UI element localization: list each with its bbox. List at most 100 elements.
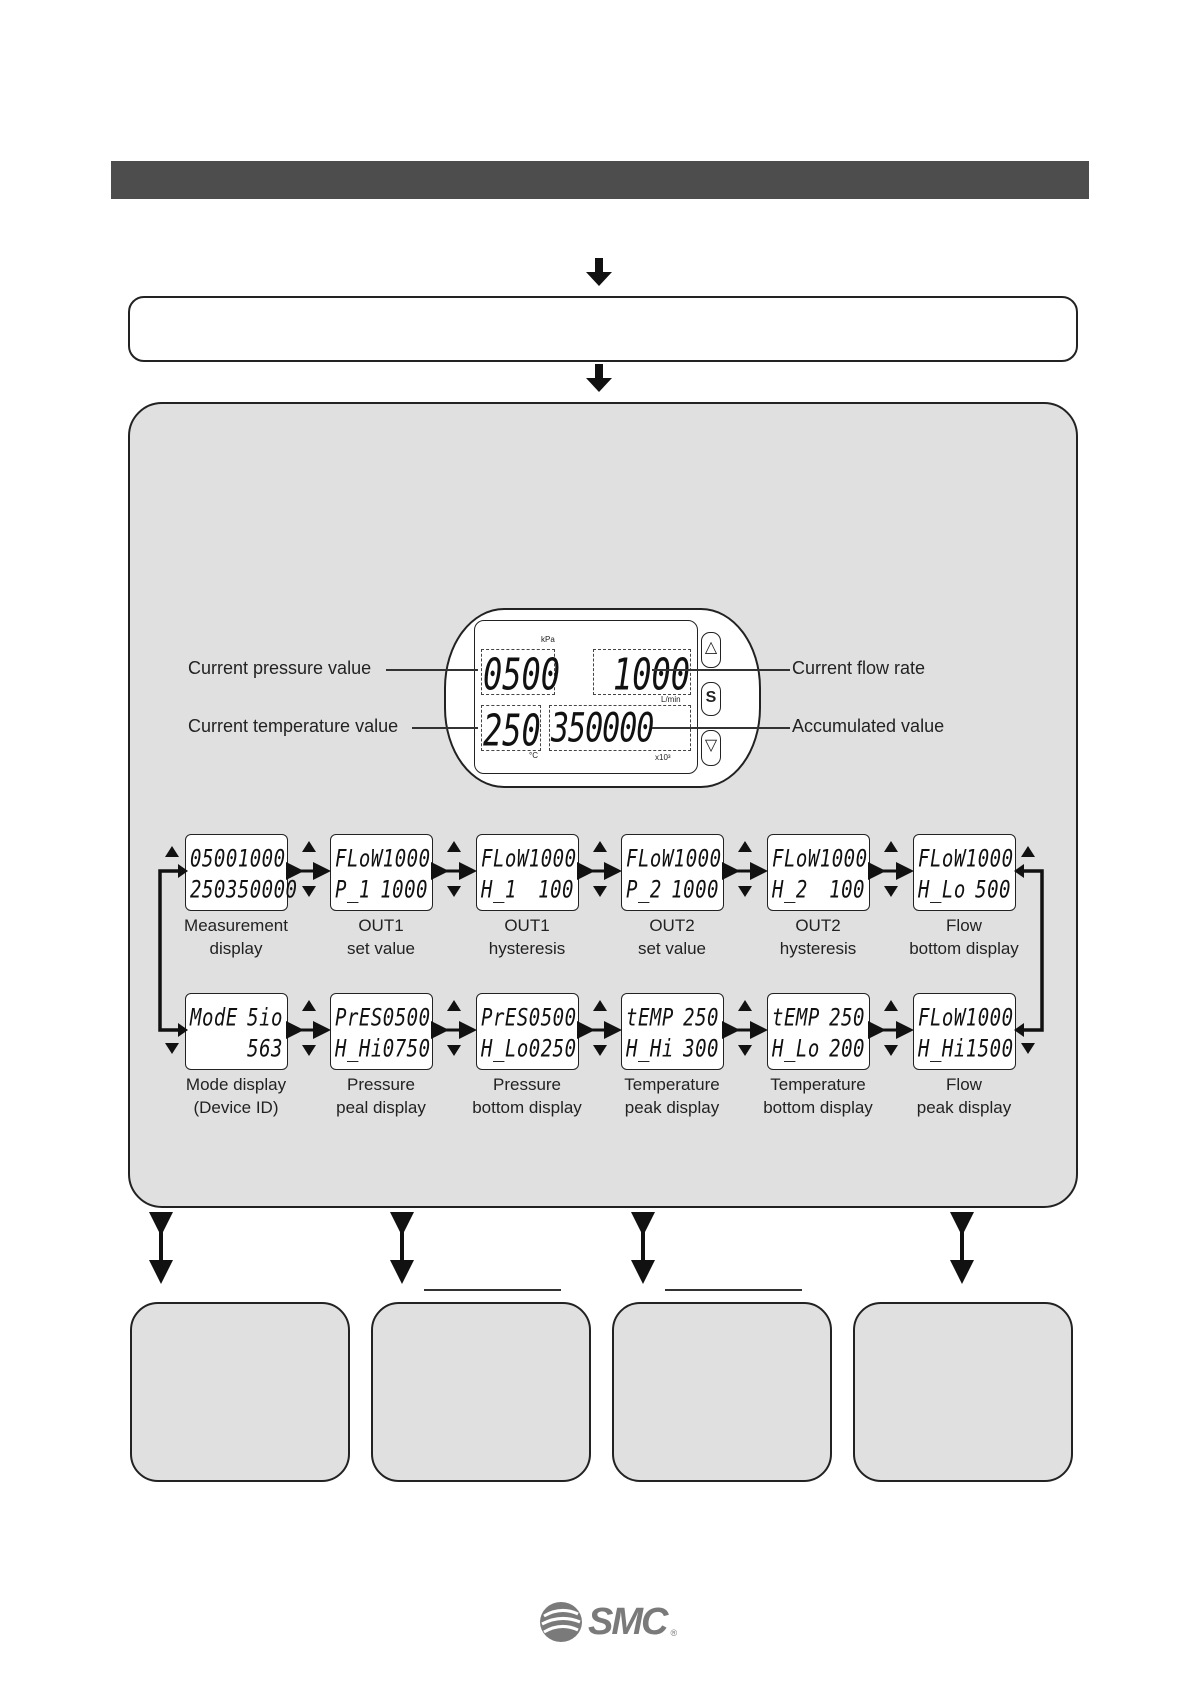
caption-line: peal display [336,1098,426,1117]
lcd-text: 1000 [671,876,719,904]
up-triangle-icon [447,1000,461,1011]
flow-frame [593,649,691,695]
lcd-text: 1000 [965,845,1014,873]
down-triangle-icon [738,1045,752,1056]
caption-line: bottom display [763,1098,873,1117]
caption-line: (Device ID) [193,1098,279,1117]
caption-line: OUT2 [649,916,695,935]
lcd-text: H_Lo [918,876,966,904]
smc-logo-text: SMC [588,1600,668,1643]
caption-line: Measurement [184,916,288,935]
flow-unit: L/min [661,695,681,704]
flow-arrow-down-2 [586,378,612,392]
caption-line: hysteresis [488,939,566,958]
caption-line: bottom display [472,1098,582,1117]
caption-line: hysteresis [779,939,857,958]
lcd-text: H_Hi [335,1035,383,1063]
caption-line: peak display [624,1098,720,1117]
down-triangle-icon [302,1045,316,1056]
lcd-text: tEMP [626,1004,674,1032]
arrow-left-icon [1014,1023,1024,1037]
lcd-text: 1000 [819,845,868,873]
up-button[interactable]: △ [701,632,721,668]
lcd-text: FLoW [335,845,383,873]
lcd-text: P_1 [335,876,371,904]
device-illustration: 0500 kPa 1000 L/min 250 °C 350000 x10³ △… [444,608,761,788]
lcd-text: 0750 [382,1035,431,1063]
lcd-text: 1000 [237,845,286,873]
lcd-text: 500 [975,876,1011,904]
caption-line: set value [346,939,416,958]
caption-line: OUT1 [504,916,550,935]
lcd-text: 0500 [528,1004,577,1032]
up-triangle-icon [884,1000,898,1011]
smc-logo-registered: ® [670,1628,678,1638]
lcd-text: 100 [829,876,865,904]
lcd-text: PrES [481,1004,529,1032]
set-button[interactable]: S [701,682,721,716]
right-loop-connector [1014,864,1044,1037]
arrow-left-icon [1014,864,1024,878]
lcd-text: H_Hi [918,1035,966,1063]
up-triangle-icon [738,841,752,852]
down-triangle-icon [884,886,898,897]
down-button[interactable]: ▽ [701,730,721,766]
leader-temperature [412,727,478,729]
caption-flow-bottom: Flow bottom display [894,914,1034,960]
up-triangle-icon [738,1000,752,1011]
caption-line: bottom display [909,939,1019,958]
lcd-text: 0500 [382,1004,431,1032]
caption-line: Temperature [624,1075,720,1094]
loop-line [1022,869,1044,1032]
down-triangle-icon [447,886,461,897]
accumulated-unit: x10³ [655,753,671,762]
caption-line: display [209,939,263,958]
lcd-text: H_Lo [772,1035,820,1063]
caption-out2-hysteresis: OUT2 hysteresis [748,914,888,960]
leader-flow [652,669,790,671]
down-triangle-icon [165,1043,179,1054]
bottom-box-1 [130,1302,350,1482]
lcd-text: 1000 [965,1004,1014,1032]
label-current-temperature: Current temperature value [188,716,399,736]
caption-line: Mode display [185,1075,287,1094]
flow-arrow-down-1 [586,272,612,286]
lcd-text: 1000 [382,845,431,873]
bottom-box-2 [371,1302,591,1482]
loop-line [158,869,178,1032]
lcd-text: 1500 [965,1035,1014,1063]
device-screen: 0500 kPa 1000 L/min 250 °C 350000 x10³ [474,620,698,774]
up-triangle-icon [302,841,316,852]
row2-button-triangles [165,1000,1035,1056]
lcd-text: 200 [829,1035,865,1063]
up-triangle-icon [165,846,179,857]
caption-line: Flow [946,916,982,935]
caption-line: peak display [916,1098,1012,1117]
arrow-right-icon [178,864,188,878]
caption-line: Pressure [346,1075,416,1094]
leader-pressure [386,669,478,671]
lcd-text: FLoW [481,845,529,873]
down-triangle-icon [302,886,316,897]
lcd-text: 563 [247,1035,283,1063]
underline-2 [665,1289,802,1291]
caption-pressure-peak: Pressure peal display [311,1073,451,1119]
lcd-text: 300 [683,1035,719,1063]
bottom-box-4 [853,1302,1073,1482]
caption-line: OUT2 [795,916,841,935]
label-current-flow: Current flow rate [792,658,926,678]
down-triangle-icon [447,1045,461,1056]
arrow-right-icon [178,1023,188,1037]
caption-out1-hysteresis: OUT1 hysteresis [457,914,597,960]
down-triangle-icon [738,886,752,897]
lcd-text: 1000 [673,845,722,873]
